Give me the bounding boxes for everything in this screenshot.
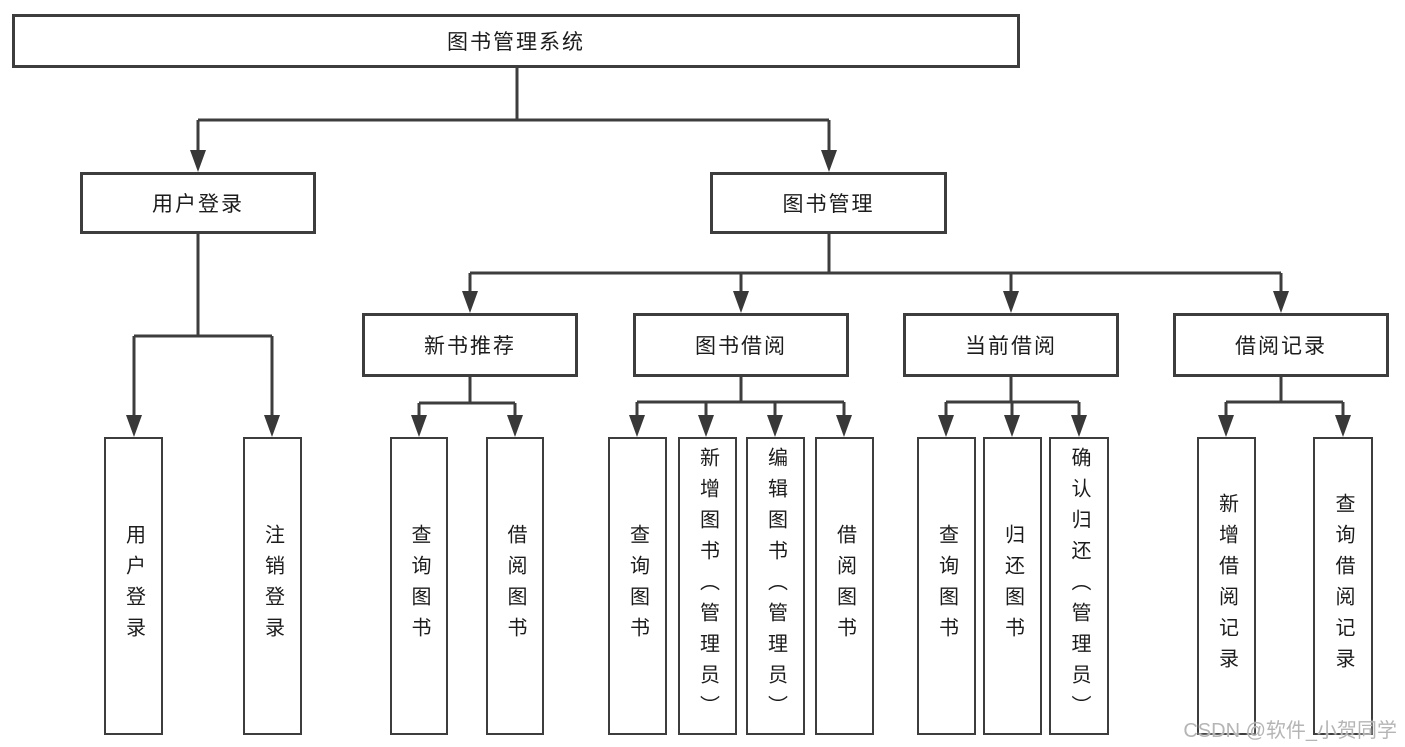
node-user-login: 用户登录 [80, 172, 316, 234]
leaf-query-books-borrow: 查询图书 [608, 437, 667, 735]
node-current-borrow: 当前借阅 [903, 313, 1119, 377]
leaf-borrow-books: 借阅图书 [815, 437, 874, 735]
node-borrow-records: 借阅记录 [1173, 313, 1389, 377]
leaf-query-borrow-record: 查询借阅记录 [1313, 437, 1373, 735]
leaf-borrow-books-recommend: 借阅图书 [486, 437, 544, 735]
watermark: CSDN @软件_小贺同学 [1183, 720, 1397, 742]
node-root-library-system: 图书管理系统 [12, 14, 1020, 68]
leaf-query-books-recommend: 查询图书 [390, 437, 448, 735]
leaf-confirm-return-admin: 确认归还（管理员） [1049, 437, 1109, 735]
leaf-logout: 注销登录 [243, 437, 302, 735]
leaf-query-books-current: 查询图书 [917, 437, 976, 735]
node-new-book-recommend: 新书推荐 [362, 313, 578, 377]
node-book-management: 图书管理 [710, 172, 947, 234]
leaf-return-book: 归还图书 [983, 437, 1042, 735]
node-book-borrow: 图书借阅 [633, 313, 849, 377]
leaf-user-login: 用户登录 [104, 437, 163, 735]
leaf-edit-book-admin: 编辑图书（管理员） [746, 437, 805, 735]
leaf-add-book-admin: 新增图书（管理员） [678, 437, 737, 735]
leaf-add-borrow-record: 新增借阅记录 [1197, 437, 1256, 735]
